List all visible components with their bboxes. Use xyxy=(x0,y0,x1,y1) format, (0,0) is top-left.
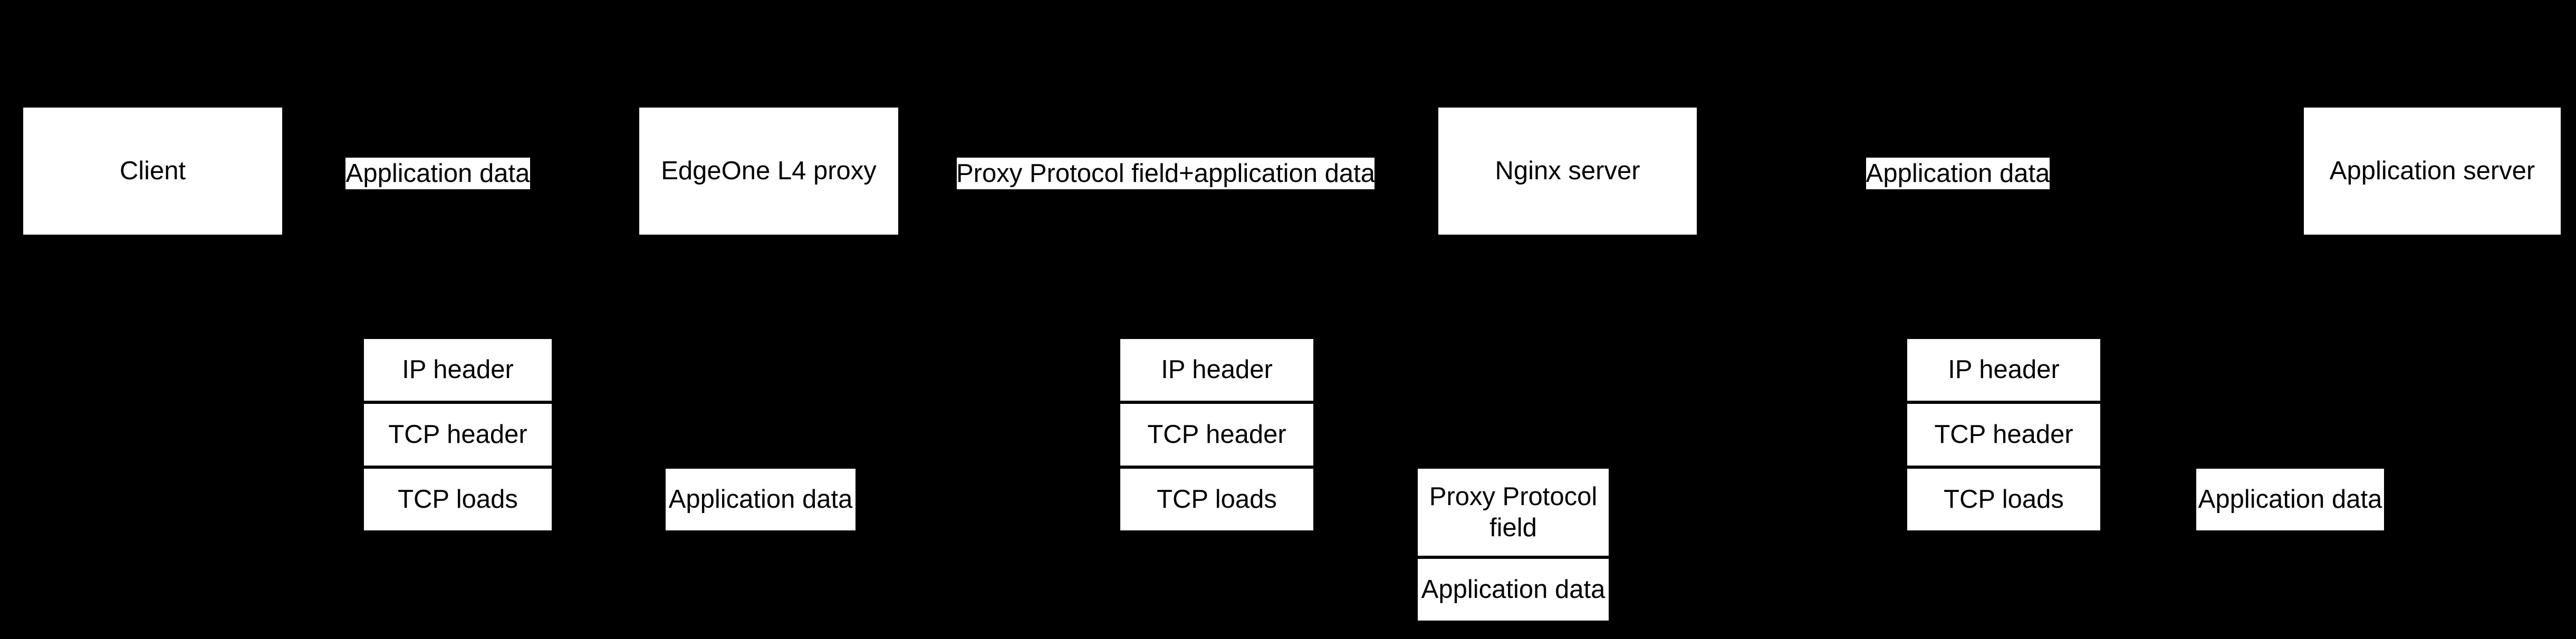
proxy-protocol-field-box: Proxy Protocol field xyxy=(1418,469,1609,556)
application-data-label-nginx-to-server: Application data xyxy=(1866,158,2050,189)
nginx-packet-stack: IP header TCP header TCP loads xyxy=(1907,339,2100,530)
tcp-header-box: TCP header xyxy=(1907,404,2100,466)
client-packet-stack: IP header TCP header TCP loads xyxy=(364,339,552,530)
tcp-loads-box: TCP loads xyxy=(364,469,552,530)
client-node: Client xyxy=(23,108,282,235)
application-data-box: Application data xyxy=(1418,559,1609,621)
server-application-data-box: Application data xyxy=(2196,469,2384,530)
ip-header-box: IP header xyxy=(1120,339,1313,401)
ip-header-box: IP header xyxy=(364,339,552,401)
ip-header-box: IP header xyxy=(1907,339,2100,401)
tcp-loads-box: TCP loads xyxy=(1120,469,1313,530)
client-application-data-box: Application data xyxy=(666,469,856,530)
edgeone-packet-stack: IP header TCP header TCP loads xyxy=(1120,339,1313,530)
tcp-header-box: TCP header xyxy=(364,404,552,466)
edgeone-payload-stack: Proxy Protocol field Application data xyxy=(1418,469,1609,621)
proxy-protocol-plus-application-data-label: Proxy Protocol field+application data xyxy=(956,158,1375,189)
application-server-node: Application server xyxy=(2304,108,2561,235)
application-data-label-client-to-edgeone: Application data xyxy=(345,158,530,189)
edgeone-l4-proxy-node: EdgeOne L4 proxy xyxy=(639,108,898,235)
nginx-server-node: Nginx server xyxy=(1438,108,1697,235)
tcp-loads-box: TCP loads xyxy=(1907,469,2100,530)
tcp-header-box: TCP header xyxy=(1120,404,1313,466)
